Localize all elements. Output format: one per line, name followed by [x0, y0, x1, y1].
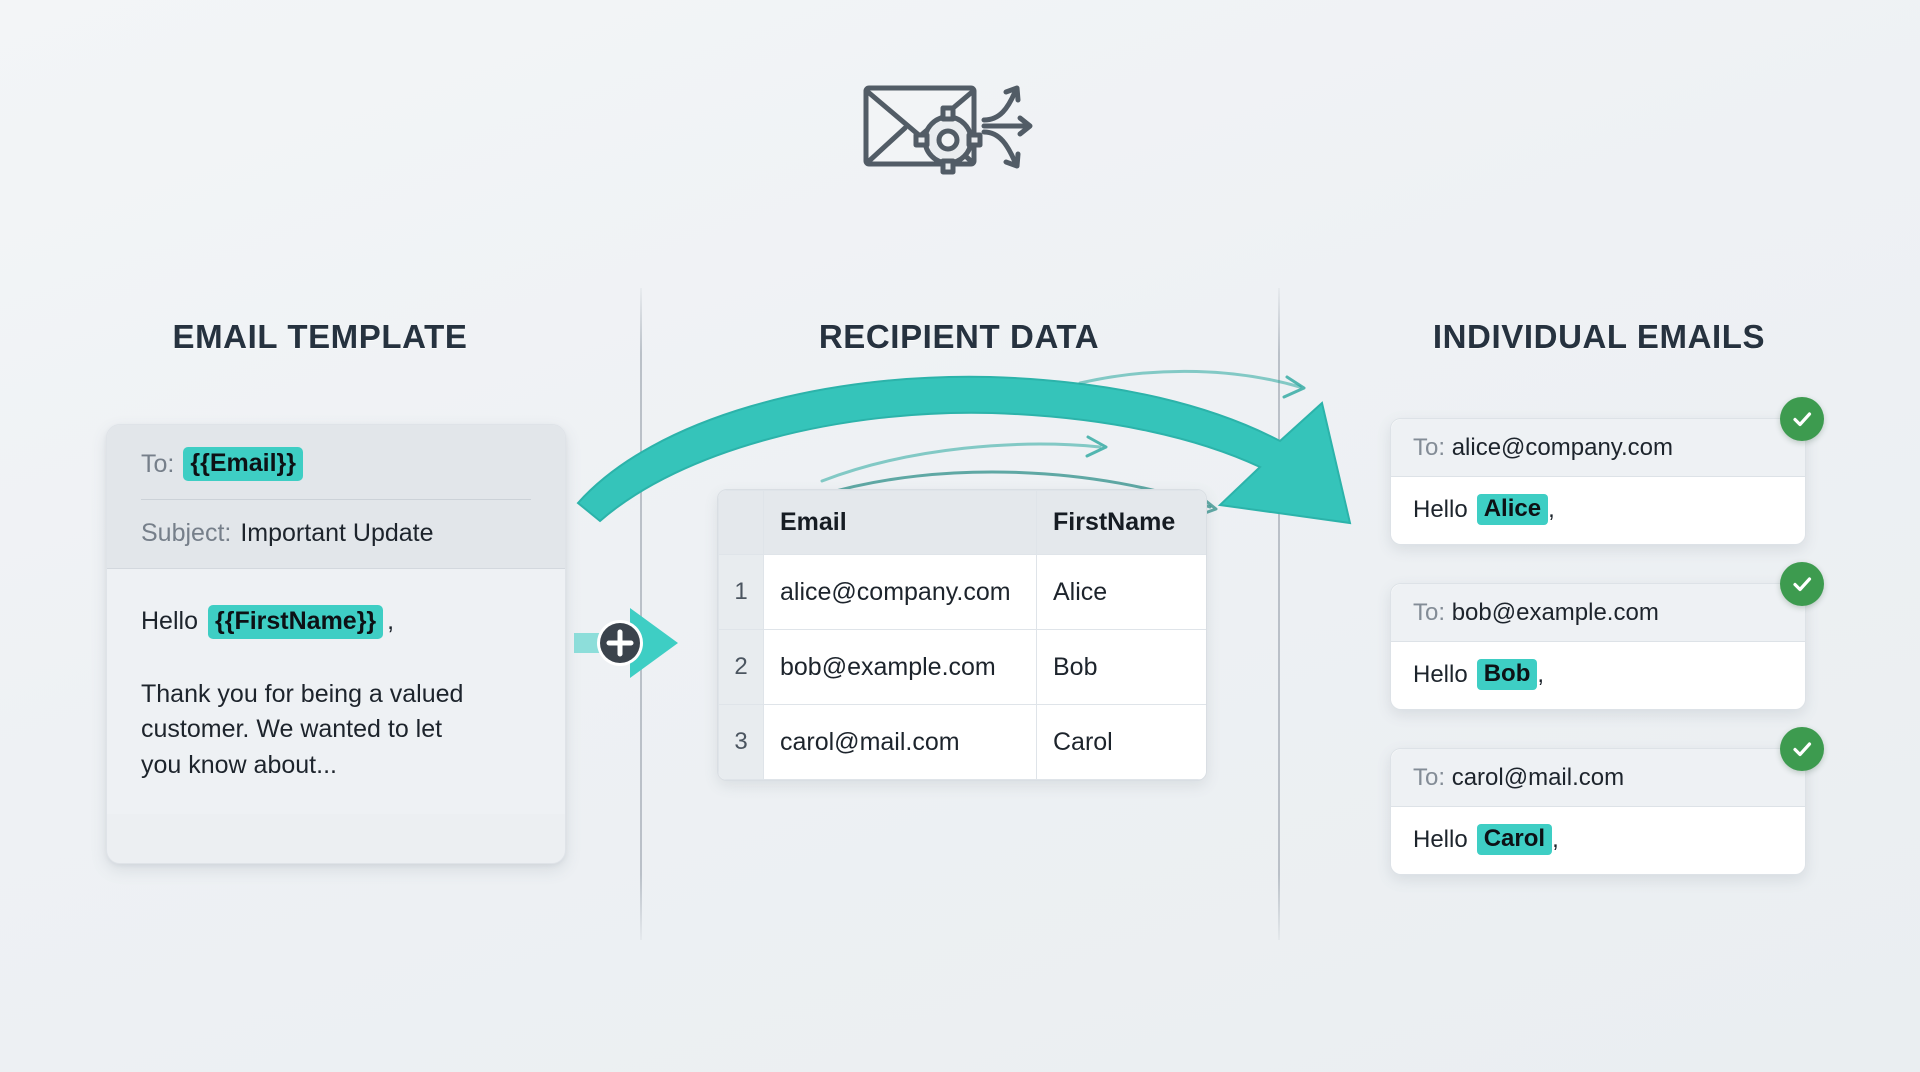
column-divider-left	[640, 288, 642, 940]
table-cell-firstname: Carol	[1036, 704, 1206, 780]
template-to-row: To: {{Email}}	[141, 447, 531, 481]
email-greeting-word: Hello	[1413, 495, 1468, 523]
email-recipient-name: Alice	[1476, 494, 1549, 525]
status-badge-sent	[1780, 727, 1824, 771]
email-greeting-comma: ,	[1552, 825, 1559, 853]
status-badge-sent	[1780, 397, 1824, 441]
email-to-value: bob@example.com	[1451, 599, 1659, 626]
table-row-number: 3	[718, 704, 764, 780]
table-header-row: Email FirstName	[718, 490, 1206, 555]
merge-plus-badge	[597, 620, 643, 666]
check-icon	[1793, 742, 1812, 757]
email-to-value: carol@mail.com	[1451, 764, 1625, 791]
email-to-row: To: alice@company.com	[1391, 419, 1805, 477]
merge-connector	[574, 608, 678, 678]
template-greeting-row: Hello {{FirstName}} ,	[141, 604, 531, 639]
template-to-label: To:	[141, 449, 175, 478]
email-greeting-word: Hello	[1413, 660, 1468, 688]
email-recipient-name: Bob	[1476, 659, 1538, 690]
column-divider-right	[1278, 288, 1280, 940]
table-cell-firstname: Bob	[1036, 629, 1206, 705]
envelope-gear-distribute-icon	[863, 85, 1033, 175]
table-row-number: 1	[718, 554, 764, 630]
template-field-divider	[141, 498, 531, 500]
email-recipient-name: Carol	[1476, 824, 1553, 855]
table-header-email: Email	[763, 490, 1037, 555]
template-to-token: {{Email}}	[183, 447, 303, 481]
template-subject-row: Subject: Important Update	[141, 518, 531, 548]
email-template-card[interactable]: To: {{Email}} Subject: Important Update …	[106, 424, 566, 864]
email-body-row: Hello Bob,	[1391, 642, 1805, 709]
email-to-label: To:	[1413, 764, 1446, 791]
email-greeting-word: Hello	[1413, 825, 1468, 853]
merge-arrow-icon	[622, 608, 678, 678]
template-subject-label: Subject:	[141, 518, 232, 547]
table-row-number: 2	[718, 629, 764, 705]
check-icon	[1793, 412, 1812, 427]
template-subject-value: Important Update	[240, 518, 434, 547]
table-cell-email: carol@mail.com	[763, 704, 1037, 780]
page-title-individual-emails: INDIVIDUAL EMAILS	[1432, 318, 1766, 355]
template-firstname-token: {{FirstName}}	[207, 604, 384, 639]
table-header-rownum	[718, 490, 764, 555]
email-body-row: Hello Alice,	[1391, 477, 1805, 544]
template-body: Hello {{FirstName}} , Thank you for bein…	[107, 568, 565, 814]
template-body-text: Thank you for being a valued customer. W…	[141, 679, 464, 780]
email-body-row: Hello Carol,	[1391, 807, 1805, 874]
email-greeting-comma: ,	[1537, 660, 1545, 688]
table-cell-email: bob@example.com	[763, 629, 1037, 705]
email-to-row: To: bob@example.com	[1391, 584, 1805, 642]
email-to-row: To: carol@mail.com	[1391, 749, 1805, 807]
table-cell-firstname: Alice	[1036, 554, 1206, 630]
page-title-recipient-data: RECIPIENT DATA	[818, 318, 1100, 355]
status-badge-sent	[1780, 562, 1824, 606]
email-greeting-comma: ,	[1548, 495, 1555, 523]
email-to-value: alice@company.com	[1451, 434, 1674, 461]
template-header: To: {{Email}} Subject: Important Update	[107, 425, 565, 569]
table-header-firstname: FirstName	[1036, 490, 1206, 555]
template-greeting-word: Hello	[141, 607, 198, 636]
table-cell-email: alice@company.com	[763, 554, 1037, 630]
page-title-email-template: EMAIL TEMPLATE	[172, 318, 468, 355]
email-to-label: To:	[1413, 599, 1446, 626]
template-greeting-comma: ,	[387, 607, 395, 636]
check-icon	[1793, 577, 1812, 592]
email-to-label: To:	[1413, 434, 1446, 461]
